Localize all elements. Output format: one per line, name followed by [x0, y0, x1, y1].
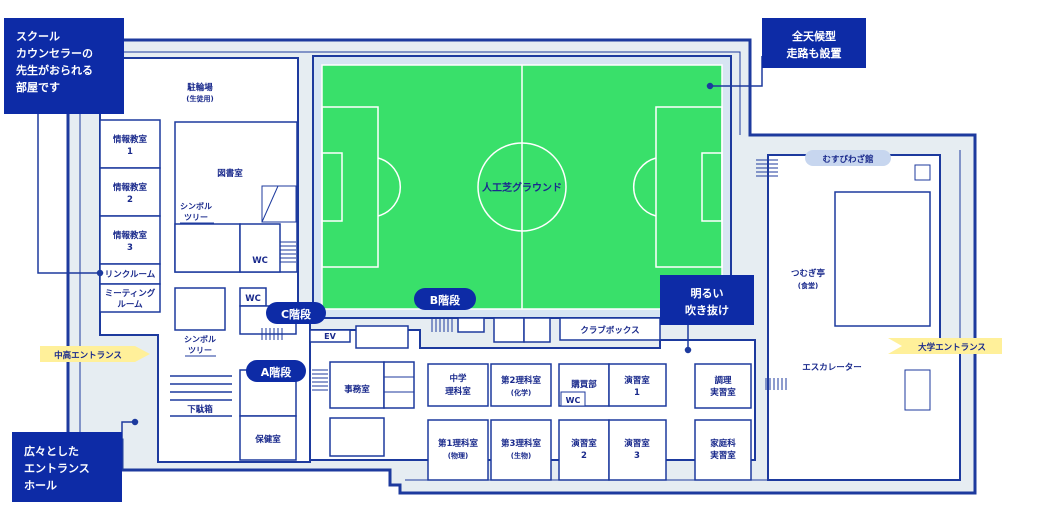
stairs-c-steps	[261, 328, 283, 340]
library-label: 図書室	[217, 168, 243, 179]
info-room-2-line1: 情報教室	[112, 182, 148, 193]
practice-2-line1: 演習室	[571, 438, 597, 449]
jh-science-line1: 中学	[449, 373, 467, 384]
office-stairs	[312, 369, 328, 391]
club-box-label: クラブボックス	[580, 325, 639, 336]
field-label: 人工芝グラウンド	[482, 181, 562, 194]
cooking-room-line2: 実習室	[710, 387, 736, 398]
shoe-rack	[170, 375, 232, 417]
cooking-room-line1: 調理	[714, 375, 732, 386]
stairs-a-badge: A階段	[246, 360, 306, 382]
symbol-tree-bottom-line1: シンボル	[184, 334, 216, 344]
tsumugi-label: つむぎ亭	[791, 268, 826, 279]
escalator-label: エスカレーター	[802, 362, 862, 373]
stairs-b-badge: B階段	[414, 288, 476, 310]
science-2-sub: (化学)	[511, 388, 531, 397]
university-entrance-label: 大学エントランス	[918, 342, 986, 353]
practice-1-line2: 1	[634, 388, 640, 398]
symbol-tree-top-line2: ツリー	[184, 213, 208, 222]
jh-science-line2: 理科室	[445, 386, 471, 397]
callout-track: 全天候型 走路も設置	[762, 18, 866, 68]
callout-counselor-line2: カウンセラーの	[16, 47, 93, 60]
right-building: つむぎ亭 (食堂) エスカレーター	[756, 154, 961, 481]
info-room-1-line2: 1	[127, 147, 133, 157]
stairs-b-label: B階段	[430, 293, 460, 307]
callout-counselor-line1: スクール	[16, 30, 60, 43]
meeting-room-line1: ミーティング	[105, 288, 156, 299]
info-room-3-line1: 情報教室	[112, 230, 148, 241]
shoe-rack-label: 下駄箱	[187, 404, 213, 415]
bottom-rooms: EV 事務室 中学 理科室 第2理科室 (化学) 購買部 WC 演習室 1 第1…	[309, 317, 752, 481]
info-room-2-line2: 2	[127, 195, 133, 205]
wc-c-label: WC	[245, 294, 261, 304]
home-ec-line2: 実習室	[710, 450, 736, 461]
callout-track-line1: 全天候型	[791, 29, 836, 43]
science-1-label: 第1理科室	[438, 438, 478, 449]
tsumugi-sub: (食堂)	[798, 281, 818, 290]
link-room-label: リンクルーム	[105, 269, 156, 280]
callout-counselor: スクール カウンセラーの 先生がおられる 部屋です	[4, 18, 124, 114]
practice-1-line1: 演習室	[624, 375, 650, 386]
callout-counselor-line3: 先生がおられる	[16, 63, 93, 77]
b-stairs-steps	[431, 318, 453, 332]
symbol-tree-bottom-line2: ツリー	[188, 346, 212, 355]
musubi-label: むすびわざ館	[822, 154, 874, 165]
stairs-a-label: A階段	[261, 365, 292, 379]
library-stairs	[261, 185, 297, 263]
home-ec-line1: 家庭科	[710, 438, 736, 449]
callout-atrium-line2: 吹き抜け	[685, 303, 729, 317]
right-stairs	[756, 159, 787, 390]
health-room-label: 保健室	[254, 434, 281, 445]
junior-high-entrance-label: 中高エントランス	[54, 350, 122, 361]
callout-atrium: 明るい 吹き抜け	[660, 275, 754, 325]
wc-store-label: WC	[566, 396, 581, 405]
callout-hall: 広々とした エントランス ホール	[12, 432, 122, 502]
practice-3-line1: 演習室	[624, 438, 650, 449]
symbol-tree-top-line1: シンボル	[180, 201, 212, 211]
callout-track-line2: 走路も設置	[786, 46, 842, 60]
ev-label: EV	[324, 332, 336, 341]
callout-hall-line3: ホール	[24, 479, 57, 492]
entrance-university: 大学エントランス	[888, 338, 1002, 354]
bicycle-parking-label: 駐輪場	[187, 82, 213, 93]
callout-hall-line1: 広々とした	[24, 444, 79, 458]
science-3-label: 第3理科室	[501, 438, 541, 449]
info-room-1-line1: 情報教室	[112, 134, 148, 145]
musubi-badge: むすびわざ館	[805, 150, 891, 166]
entrance-junior-high: 中高エントランス	[40, 346, 150, 362]
meeting-room-line2: ルーム	[117, 300, 143, 310]
science-3-sub: (生物)	[511, 451, 531, 460]
wc-library-label: WC	[252, 256, 268, 266]
info-room-3-line2: 3	[127, 243, 133, 253]
practice-2-line2: 2	[581, 451, 587, 461]
stairs-c-badge: C階段	[266, 302, 326, 324]
field-area: 人工芝グラウンド	[312, 55, 732, 319]
callout-counselor-line4: 部屋です	[16, 80, 60, 94]
science-1-sub: (物理)	[448, 451, 468, 460]
science-2-label: 第2理科室	[501, 375, 541, 386]
left-rooms: 情報教室 1 情報教室 2 情報教室 3 リンクルーム ミーティング ルーム 駐…	[99, 82, 298, 461]
office-label: 事務室	[344, 384, 370, 395]
bicycle-parking-sub: (生徒用)	[186, 94, 213, 103]
practice-3-line2: 3	[634, 451, 640, 461]
callout-hall-line2: エントランス	[24, 462, 90, 475]
callout-atrium-line1: 明るい	[691, 287, 724, 300]
stairs-c-label: C階段	[281, 307, 311, 321]
store-label: 購買部	[570, 379, 597, 390]
